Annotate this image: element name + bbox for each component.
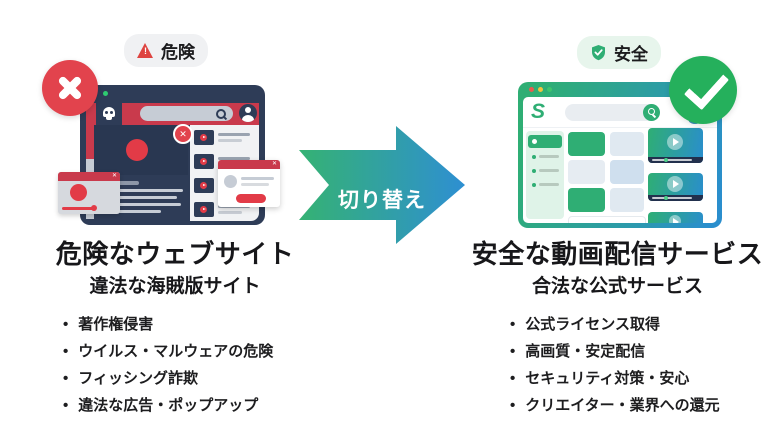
video-card: [648, 212, 703, 223]
nav-bullet: [532, 169, 536, 173]
popup-play-icon: [70, 184, 87, 201]
skull-icon: [103, 107, 115, 117]
safe-badge-label: 安全: [614, 45, 648, 64]
text-line: [117, 196, 177, 199]
pirate-site-illustration: [40, 55, 300, 235]
play-icon: [667, 134, 683, 150]
progress-bar: [648, 157, 703, 163]
nav-item-active: [528, 135, 562, 148]
shield-check-icon: [590, 44, 607, 61]
video-thumbnail: [194, 130, 214, 145]
text-line: [117, 189, 183, 192]
list-item: フィッシング詐欺: [63, 365, 325, 392]
left-subtitle: 違法な海賊版サイト: [89, 276, 261, 297]
list-item: 著作権侵害: [63, 311, 325, 338]
traffic-light-dots: [529, 87, 552, 92]
danger-bullet-list: 著作権侵害 ウイルス・マルウェアの危険 フィッシング詐欺 違法な広告・ポップアッ…: [25, 311, 325, 419]
safe-bullet-list: 公式ライセンス取得 高画質・安定配信 セキュリティ対策・安心 クリエイター・業界…: [460, 311, 775, 419]
search-icon: [643, 104, 660, 121]
list-item: 公式ライセンス取得: [510, 311, 775, 338]
service-logo: S: [531, 100, 546, 123]
skull-jaw: [106, 117, 112, 120]
video-title-line: [218, 157, 250, 160]
video-thumbnail: [194, 154, 214, 169]
danger-text-column: 危険なウェブサイト 違法な海賊版サイト 著作権侵害 ウイルス・マルウェアの危険 …: [25, 238, 325, 419]
browser-content: S: [523, 97, 717, 223]
text-line: [117, 181, 139, 185]
yellow-dot: [538, 87, 543, 92]
list-item: 違法な広告・ポップアップ: [63, 392, 325, 419]
video-thumbnail: [194, 178, 214, 193]
popup-text-line: [241, 183, 269, 186]
video-card: [648, 173, 703, 201]
left-edge-red-strip: [86, 125, 94, 159]
left-title: 危険なウェブサイト: [55, 239, 295, 269]
video-thumbnail: [194, 202, 214, 217]
popup-title-bar: [218, 160, 280, 169]
list-item: ウイルス・マルウェアの危険: [63, 338, 325, 365]
check-icon: [669, 56, 737, 124]
list-item: クリエイター・業界への還元: [510, 392, 775, 419]
play-icon: [669, 215, 681, 223]
popup-progress-bar: [62, 207, 94, 210]
switch-arrow: [299, 126, 465, 244]
x-mark-badge: [173, 124, 193, 144]
progress-bar: [648, 195, 703, 201]
thumbnail-tile: [568, 132, 605, 156]
text-line: [117, 203, 181, 206]
switch-arrow-label: 切り替え: [338, 189, 426, 212]
thumbnail-tile: [568, 188, 605, 212]
header-divider: [523, 127, 717, 128]
nav-label-line: [539, 169, 559, 172]
warning-triangle-icon: [137, 43, 154, 58]
thumbnail-tile: [610, 160, 644, 184]
play-icon: [126, 139, 148, 161]
search-bar: [140, 106, 233, 121]
safe-service-illustration: S: [505, 55, 765, 235]
safe-text-column: 安全な動画配信サービス 合法な公式サービス 公式ライセンス取得 高画質・安定配信…: [460, 238, 775, 419]
list-item: 高画質・安定配信: [510, 338, 775, 365]
popup-progress-knob: [91, 205, 97, 211]
search-bar: [565, 104, 660, 121]
play-icon: [667, 176, 683, 192]
popup-avatar-placeholder: [224, 175, 237, 188]
right-title: 安全な動画配信サービス: [471, 239, 764, 269]
thumbnail-tile: [610, 132, 644, 156]
search-icon: [216, 109, 226, 119]
green-dot: [547, 87, 552, 92]
popup-text-line: [241, 177, 274, 180]
content-card: [568, 216, 646, 223]
window-control-dot: [103, 91, 108, 96]
safe-badge: 安全: [577, 36, 661, 69]
x-mark-icon: [42, 60, 98, 116]
video-meta-line: [218, 139, 242, 142]
thumbnail-tile: [568, 160, 605, 184]
video-meta-line: [218, 211, 242, 214]
red-dot: [529, 87, 534, 92]
danger-badge-label: 危険: [161, 43, 195, 62]
right-subtitle: 合法な公式サービス: [531, 276, 703, 297]
text-line: [117, 210, 161, 213]
popup-cta-button: [236, 194, 266, 203]
video-card: [648, 128, 703, 163]
danger-badge: 危険: [124, 34, 208, 67]
user-avatar-icon: [239, 104, 257, 122]
thumbnail-tile: [610, 188, 644, 212]
nav-bullet: [532, 155, 536, 159]
list-item: セキュリティ対策・安心: [510, 365, 775, 392]
nav-label-line: [539, 183, 559, 186]
nav-bullet: [532, 183, 536, 187]
video-title-line: [218, 133, 250, 136]
popup-title-bar: [58, 172, 120, 181]
nav-label-line: [539, 155, 559, 158]
